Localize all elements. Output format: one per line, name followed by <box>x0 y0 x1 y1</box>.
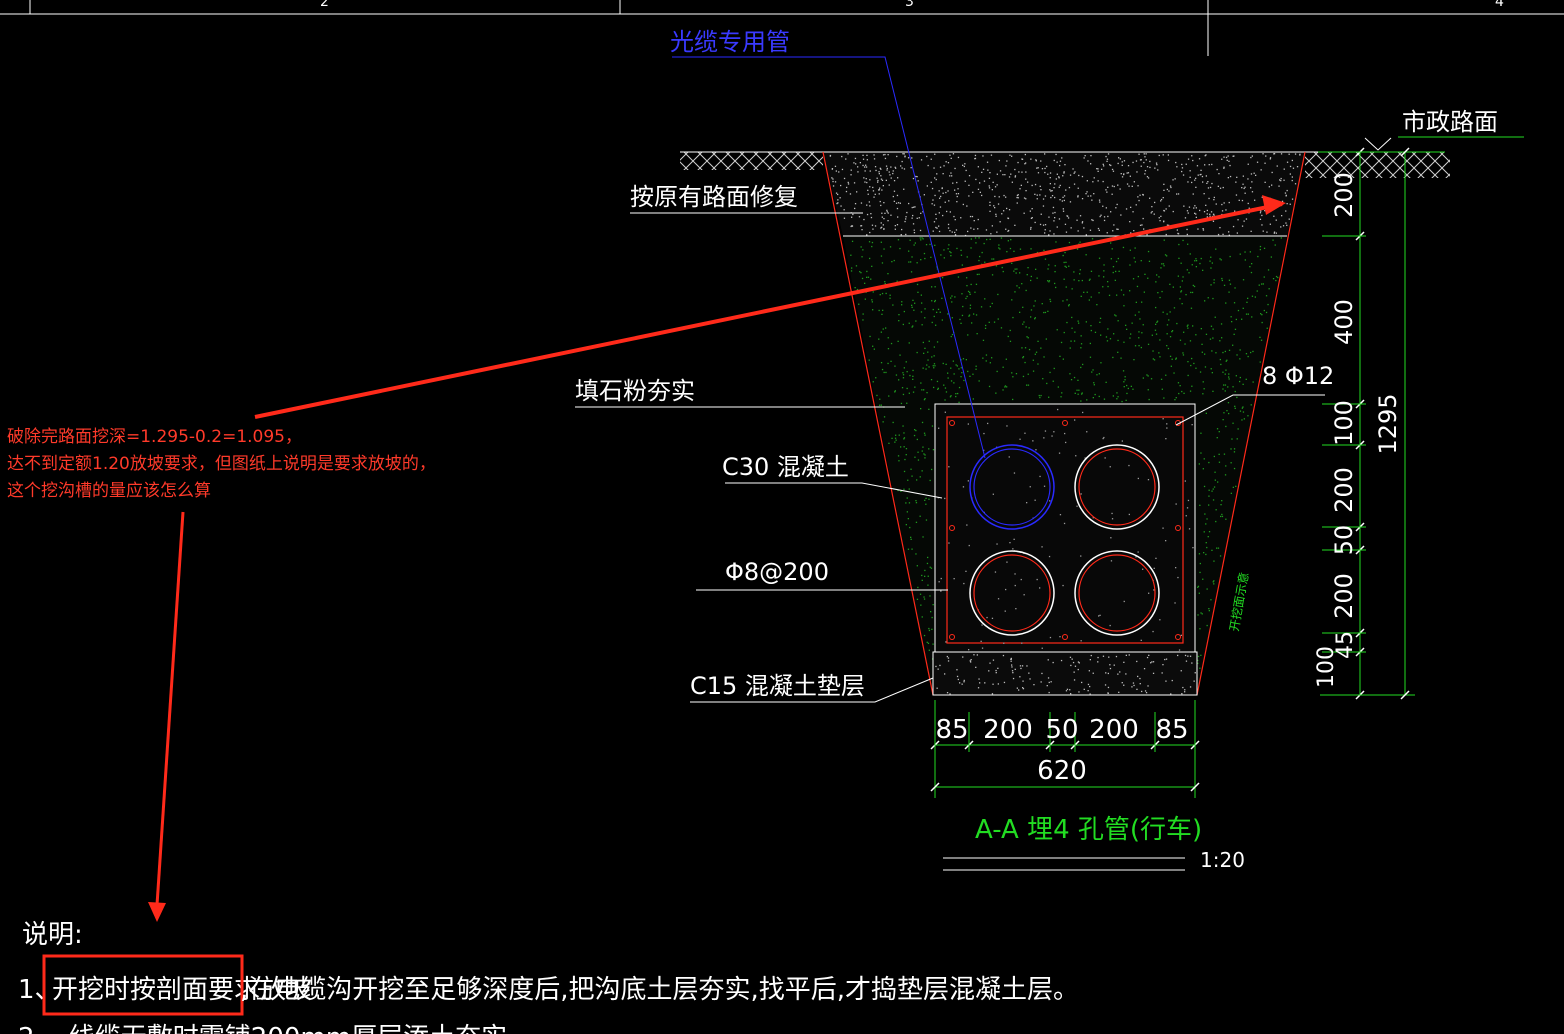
annotation-arrow-up <box>254 202 1283 419</box>
ground-hatch-left <box>680 152 823 170</box>
road-surface-label: 市政路面 <box>1402 108 1498 136</box>
annotation-line-1: 破除完路面挖深=1.295-0.2=1.095， <box>7 427 302 447</box>
ground-hatch-right <box>1305 152 1450 178</box>
note-1-highlight: 开挖时按剖面要求放坡 <box>52 975 312 1005</box>
stirrup-label: Φ8@200 <box>725 558 829 586</box>
note-1-prefix: 1、 <box>18 975 61 1005</box>
dim-h-2: 200 <box>983 715 1033 745</box>
dim-h-1: 85 <box>935 715 968 745</box>
section-title: A-A 埋4 孔管(行车) 1:20 <box>943 815 1245 872</box>
dim-h-3: 50 <box>1045 715 1078 745</box>
sheet-border: 2 3 4 <box>0 0 1564 56</box>
vertical-dimensions: 200 400 100 200 50 200 45 100 1295 <box>1314 147 1445 700</box>
section-title-text: A-A 埋4 孔管(行车) <box>975 815 1202 845</box>
excavation-note: 开挖面示意 <box>1226 571 1251 633</box>
note-1-rest: ,在电缆沟开挖至足够深度后,把沟底土层夯实,找平后,才捣垫层混凝土层。 <box>240 975 1079 1005</box>
dim-h-5: 85 <box>1155 715 1188 745</box>
notes-heading: 说明: <box>22 920 83 950</box>
rebar-dots <box>949 420 1181 640</box>
dim-v-8: 100 <box>1314 646 1339 688</box>
trench-section <box>680 151 1450 696</box>
fiber-pipe-label: 光缆专用管 <box>670 28 790 56</box>
annotation-arrows <box>148 195 1286 922</box>
grid-number-3: 3 <box>905 0 914 10</box>
slope-right <box>1196 151 1306 696</box>
c30-label: C30 混凝土 <box>722 453 849 481</box>
dim-h-4: 200 <box>1089 715 1139 745</box>
c30-block <box>934 403 1196 653</box>
dim-v-3: 100 <box>1330 400 1358 446</box>
labels: 光缆专用管 市政路面 按原有路面修复 填石粉夯实 C30 混凝土 Φ8@200 … <box>575 28 1524 703</box>
scale-text: 1:20 <box>1200 848 1245 872</box>
annotation-line-3: 这个挖沟槽的量应该怎么算 <box>7 481 211 501</box>
fill-layer-speckle <box>850 237 1282 669</box>
road-layer-speckle <box>829 153 1301 237</box>
fill-label: 填石粉夯实 <box>575 377 695 405</box>
dim-v-4: 200 <box>1330 467 1358 513</box>
annotation-line-2: 达不到定额1.20放坡要求，但图纸上说明是要求放坡的， <box>7 454 436 474</box>
horizontal-dimensions: 85 200 50 200 85 620 <box>930 700 1200 798</box>
pipe-circle-bl <box>969 550 1055 636</box>
pipe-circle-br <box>1074 550 1160 636</box>
dim-v-5: 50 <box>1330 525 1358 556</box>
c15-label: C15 混凝土垫层 <box>690 672 865 700</box>
annotation-text: 破除完路面挖深=1.295-0.2=1.095， 达不到定额1.20放坡要求，但… <box>7 427 436 501</box>
slope-left <box>822 151 934 696</box>
repair-label: 按原有路面修复 <box>630 183 798 211</box>
dim-total-depth: 1295 <box>1374 393 1402 454</box>
dim-v-2: 400 <box>1330 299 1358 345</box>
annotation-arrow-down <box>155 511 185 906</box>
dim-total-width: 620 <box>1037 756 1087 786</box>
pipe-circle-tr <box>1074 444 1160 530</box>
fiber-pipe-circle <box>969 444 1055 530</box>
rebar-label: 8 Φ12 <box>1262 362 1334 390</box>
note-2-partial: 2、 线缆无敷时需铺200mm厚层添土夯实 <box>18 1023 507 1034</box>
dim-v-7: 45 <box>1333 631 1358 659</box>
grid-number-4: 4 <box>1495 0 1504 10</box>
notes: 说明: 1、 开挖时按剖面要求放坡 ,在电缆沟开挖至足够深度后,把沟底土层夯实,… <box>18 920 1079 1034</box>
dim-v-6: 200 <box>1330 573 1358 619</box>
dim-v-1: 200 <box>1330 172 1358 218</box>
note-1-highlight-box <box>42 954 244 1016</box>
c15-cushion <box>932 651 1198 696</box>
grid-number-2: 2 <box>320 0 329 10</box>
